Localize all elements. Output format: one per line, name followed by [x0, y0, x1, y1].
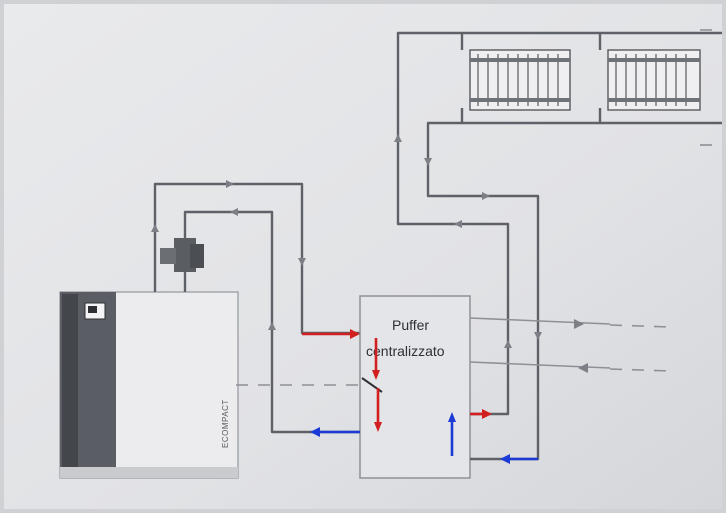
- radiator-icon: [469, 49, 571, 111]
- boiler-icon: ECOMPACT: [59, 291, 239, 479]
- boiler-return-pipe: [183, 210, 360, 434]
- radiator-hot-arrow-icon: [470, 409, 492, 419]
- radiator-cold-arrow-icon: [500, 454, 538, 464]
- radiator-flow-pipe: [396, 31, 722, 416]
- internal-cold-arrow-icon: [448, 412, 456, 456]
- boiler-brand-label: ECOMPACT: [221, 399, 230, 448]
- internal-hot-arrow-icon: [361, 338, 383, 432]
- hot-flow-arrow-icon: [302, 329, 360, 339]
- tank-label-line2: centralizzato: [366, 343, 445, 359]
- outgoing-line-1: [469, 317, 611, 325]
- outgoing-line-2: [469, 361, 611, 369]
- cold-flow-arrow-icon: [310, 427, 360, 437]
- radiator-icon: [607, 49, 701, 111]
- tank-label-line1: Puffer: [392, 317, 429, 333]
- radiator-return-pipe: [426, 121, 722, 461]
- valve-icon: [160, 226, 204, 292]
